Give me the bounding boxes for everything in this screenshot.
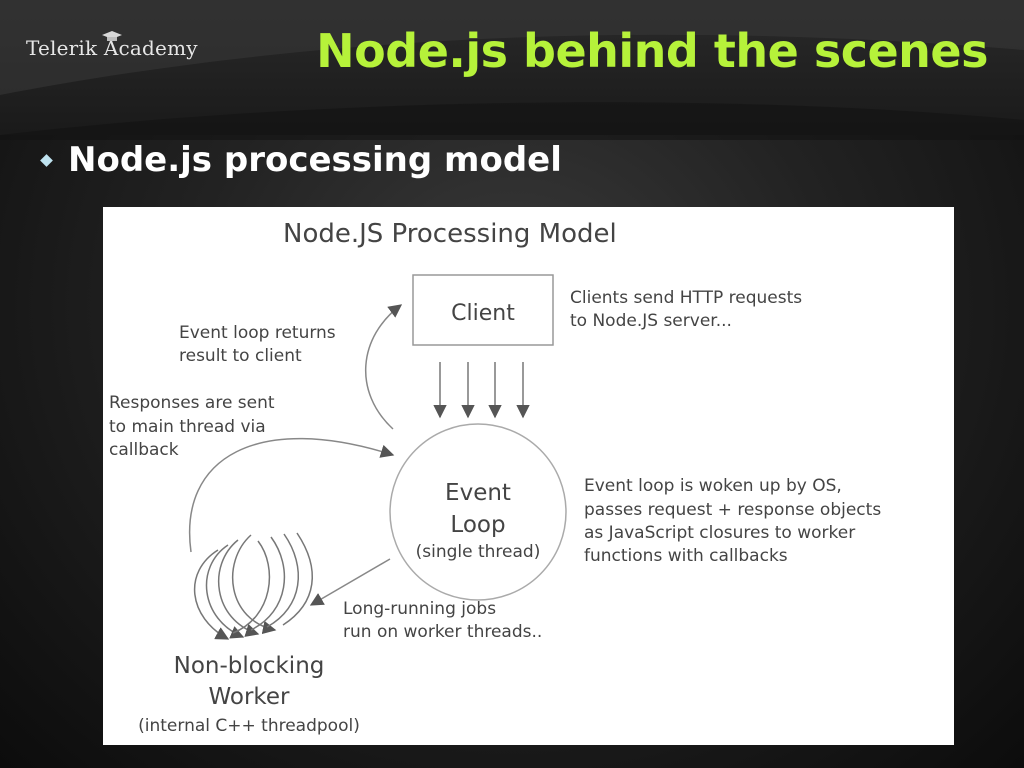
responses-note-line-2: to main thread via [109, 417, 266, 437]
worker-label-line-2: Worker [208, 684, 290, 710]
diamond-bullet-icon [40, 153, 53, 167]
processing-model-diagram: Node.JS Processing Model Client Clients … [103, 207, 954, 745]
event-loop-label-line-3: (single thread) [416, 542, 541, 562]
event-loop-circle [389, 423, 567, 601]
event-loop-label-line-1: Event [445, 480, 511, 506]
client-note-line-2: to Node.JS server... [570, 311, 732, 331]
event-loop-note-line-3: as JavaScript closures to worker [584, 523, 855, 543]
worker-threads-icon [193, 532, 313, 640]
dispatch-arrow [309, 558, 391, 606]
client-box [412, 274, 554, 346]
bullet-text: Node.js processing model [68, 140, 562, 180]
worker-label-line-1: Non-blocking [174, 653, 325, 679]
header-swoosh [0, 0, 1024, 140]
client-label: Client [451, 301, 515, 326]
callback-arrow [188, 437, 395, 553]
long-running-note-line-2: run on worker threads.. [343, 622, 542, 642]
graduation-cap-icon [102, 31, 122, 41]
client-note-line-1: Clients send HTTP requests [570, 288, 802, 308]
slide-title: Node.js behind the scenes [316, 24, 988, 78]
worker-label-line-3: (internal C++ threadpool) [138, 716, 360, 736]
returns-note-line-2: result to client [179, 346, 302, 366]
responses-note-line-1: Responses are sent [109, 393, 275, 413]
event-loop-note-line-1: Event loop is woken up by OS, [584, 476, 842, 496]
return-arrow [364, 304, 403, 430]
event-loop-note-line-2: passes request + response objects [584, 500, 881, 520]
bullet-item: Node.js processing model [38, 140, 562, 180]
returns-note-line-1: Event loop returns [179, 323, 336, 343]
diagram-title: Node.JS Processing Model [283, 219, 617, 249]
long-running-note-line-1: Long-running jobs [343, 599, 496, 619]
event-loop-note-line-4: functions with callbacks [584, 546, 788, 566]
responses-note-line-3: callback [109, 440, 179, 460]
event-loop-label-line-2: Loop [450, 512, 505, 538]
